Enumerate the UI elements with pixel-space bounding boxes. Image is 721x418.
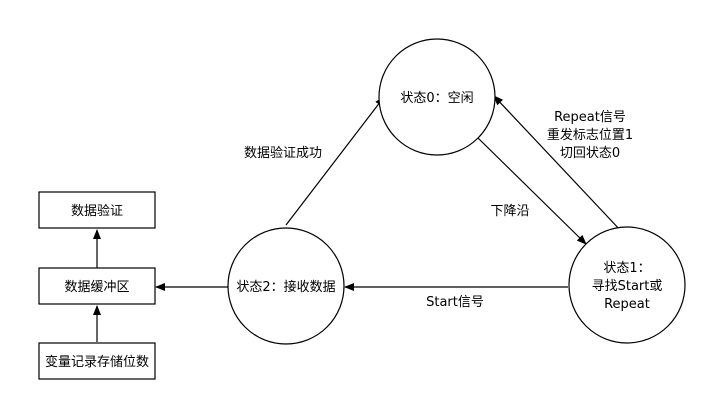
edge-label-start: Start信号 <box>426 295 484 310</box>
state-idle <box>378 38 496 156</box>
state-idle-label: 状态0：空闲 <box>400 91 473 106</box>
edge-label-falling-edge: 下降沿 <box>490 204 529 219</box>
box-counter-label: 变量记录存储位数 <box>45 354 149 370</box>
edge-label-repeat-line2: 重发标志位置1 <box>547 127 633 143</box>
state-receive-label: 状态2：接收数据 <box>236 279 335 295</box>
state-find-label-line2: 寻找Start或 <box>592 279 663 294</box>
edge-label-success: 数据验证成功 <box>244 145 322 161</box>
state-find-label-line1: 状态1： <box>603 261 650 276</box>
state-find <box>568 226 686 344</box>
edge-label-repeat-line3: 切回状态0 <box>560 146 620 161</box>
box-counter <box>38 342 156 380</box>
box-verify <box>38 191 156 229</box>
box-buffer <box>38 267 156 305</box>
state-receive <box>227 227 345 345</box>
edge-label-repeat-line1: Repeat信号 <box>554 110 626 125</box>
box-buffer-label: 数据缓冲区 <box>64 280 129 295</box>
edge-receive-to-idle <box>285 96 385 226</box>
edge-idle-to-find <box>477 137 587 245</box>
state-find-label-line3: Repeat <box>604 297 650 312</box>
edge-find-to-idle <box>493 95 623 233</box>
box-verify-label: 数据验证 <box>71 203 123 219</box>
